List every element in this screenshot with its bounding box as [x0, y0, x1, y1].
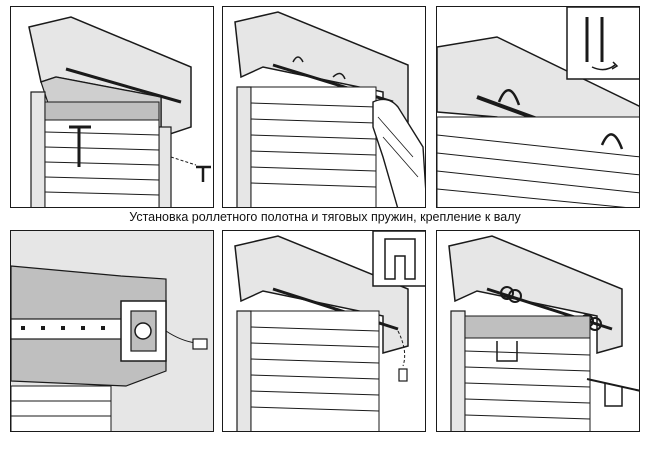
step-5-panel [222, 230, 426, 432]
step-3-panel [436, 6, 640, 208]
step-4-illustration [11, 231, 213, 431]
step-3-illustration [437, 7, 639, 207]
step-4-panel [10, 230, 214, 432]
step-2-illustration [234, 11, 425, 207]
step-6-illustration [448, 235, 639, 431]
step-2-panel [222, 6, 426, 208]
step-1-illustration [28, 16, 211, 207]
step-5-illustration [234, 231, 425, 431]
step-6-panel [436, 230, 640, 432]
diagram-caption: Установка роллетного полотна и тяговых п… [129, 210, 521, 224]
step-1-panel [10, 6, 214, 208]
